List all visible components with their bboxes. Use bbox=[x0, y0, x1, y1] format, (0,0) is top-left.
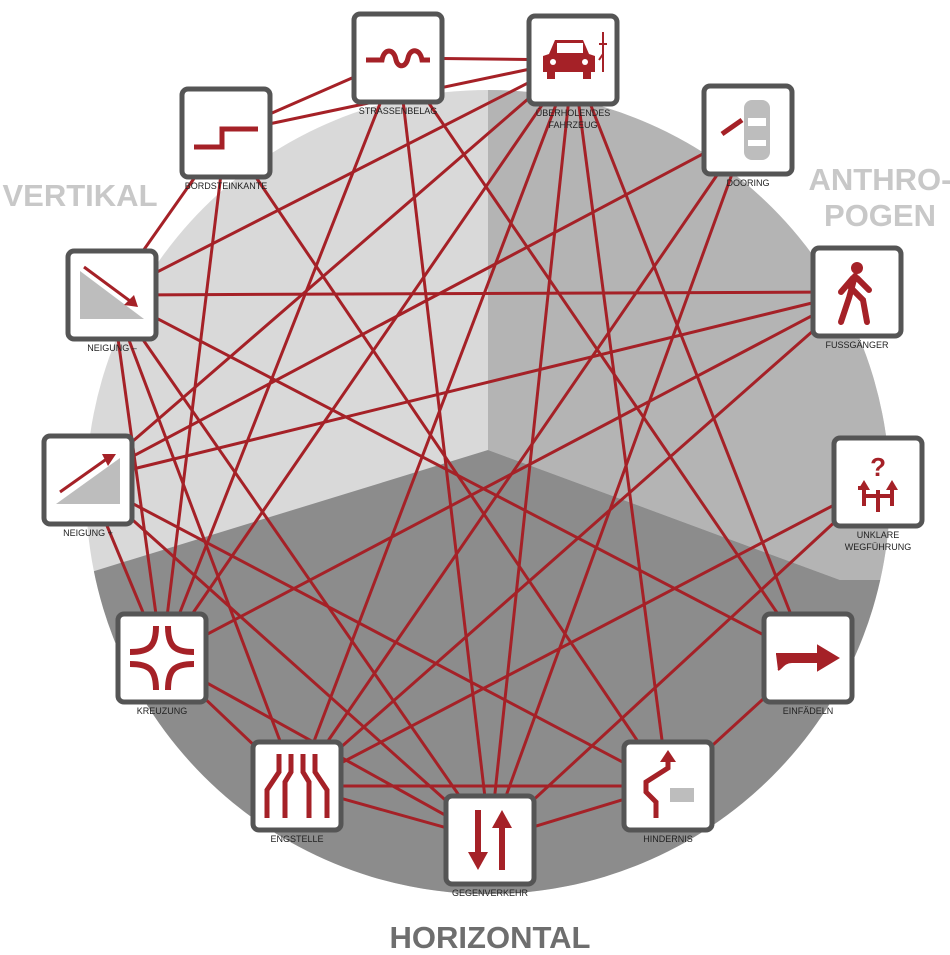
node-label: HINDERNIS bbox=[643, 834, 693, 844]
node-ueberholendes: ÜBERHOLENDES FAHRZEUG bbox=[526, 13, 620, 130]
pedestrian-icon bbox=[838, 262, 872, 325]
connection-line-neigung_plus-hindernis bbox=[131, 501, 625, 765]
connection-line-ueberholendes-hindernis bbox=[577, 103, 664, 743]
connection-line-neigung_plus-gegenverkehr bbox=[130, 518, 448, 802]
connection-line-strassenbelag-kreuzung bbox=[177, 101, 383, 615]
connection-line-kreuzung-engstelle bbox=[204, 698, 255, 746]
node-label: NEIGUNG – bbox=[87, 343, 137, 353]
node-label: DOORING bbox=[726, 178, 769, 188]
node-label: WEGFÜHRUNG bbox=[845, 542, 912, 552]
node-label: STRASSENBELAG bbox=[359, 106, 438, 116]
node-label: GEGENVERKEHR bbox=[452, 888, 529, 898]
connection-line-wegfuehrung-gegenverkehr bbox=[532, 521, 836, 801]
node-label: FAHRZEUG bbox=[548, 120, 597, 130]
connection-line-engstelle-gegenverkehr bbox=[340, 796, 447, 830]
obstacle-icon bbox=[643, 750, 694, 818]
connection-line-ueberholendes-einfaedeln bbox=[588, 103, 793, 615]
node-label: FUSSGÄNGER bbox=[825, 340, 889, 350]
crossing-icon bbox=[129, 625, 195, 691]
node-dooring: DOORING bbox=[701, 83, 795, 188]
node-box bbox=[179, 86, 273, 180]
connection-line-fussgaenger-kreuzung bbox=[205, 313, 814, 637]
connection-line-ueberholendes-neigung_plus bbox=[131, 96, 530, 444]
connection-line-bordsteinkante-kreuzung bbox=[165, 176, 223, 615]
node-label: UNKLARE bbox=[857, 530, 900, 540]
connection-line-strassenbelag-ueberholendes bbox=[441, 57, 530, 61]
risk-nodes: STRASSENBELAG ÜBERHOLENDES FAHRZEUG DOORING… bbox=[41, 11, 925, 898]
node-engstelle: ENGSTELLE bbox=[250, 739, 344, 844]
car-door-icon bbox=[720, 100, 770, 160]
connection-line-bordsteinkante-neigung_minus bbox=[141, 176, 197, 252]
connection-line-dooring-neigung_plus bbox=[131, 152, 705, 458]
connection-line-hindernis-einfaedeln bbox=[710, 697, 766, 747]
anthropogen-region-label-line1: ANTHRO- bbox=[809, 162, 950, 197]
node-gegenverkehr: GEGENVERKEHR bbox=[443, 793, 537, 898]
wave-icon bbox=[366, 48, 430, 69]
connection-line-neigung_plus-kreuzung bbox=[104, 523, 146, 615]
narrowing-icon bbox=[264, 754, 330, 818]
node-hindernis: HINDERNIS bbox=[621, 739, 715, 844]
node-wegfuehrung: ? UNKLARE WEGFÜHRUNG bbox=[831, 435, 925, 552]
node-neigung_minus: NEIGUNG – bbox=[65, 248, 159, 353]
car-icon bbox=[543, 32, 607, 79]
connection-line-wegfuehrung-engstelle bbox=[340, 503, 835, 765]
connection-line-dooring-engstelle bbox=[326, 173, 719, 743]
node-einfaedeln: EINFÄDELN bbox=[761, 611, 855, 716]
connection-line-neigung_minus-kreuzung bbox=[116, 338, 158, 615]
node-strassenbelag: STRASSENBELAG bbox=[351, 11, 445, 116]
node-kreuzung: KREUZUNG bbox=[115, 611, 209, 716]
svg-text:?: ? bbox=[870, 452, 886, 482]
curb-icon bbox=[194, 126, 258, 150]
connection-line-ueberholendes-engstelle bbox=[312, 103, 558, 743]
slope-up-icon bbox=[56, 454, 120, 504]
node-label: KREUZUNG bbox=[137, 706, 188, 716]
node-label: BORDSTEINKANTE bbox=[185, 181, 268, 191]
two-way-arrows-icon bbox=[468, 810, 512, 870]
connection-line-neigung_minus-gegenverkehr bbox=[141, 338, 461, 797]
node-label: NEIGUNG + bbox=[63, 528, 113, 538]
node-neigung_plus: NEIGUNG + bbox=[41, 433, 135, 538]
connection-line-fussgaenger-neigung_minus bbox=[155, 290, 814, 297]
node-label: ENGSTELLE bbox=[270, 834, 323, 844]
connection-line-strassenbelag-gegenverkehr bbox=[401, 101, 487, 797]
node-box bbox=[831, 435, 925, 529]
horizontal-region-label: HORIZONTAL bbox=[390, 920, 591, 955]
connection-line-dooring-gegenverkehr bbox=[504, 173, 734, 797]
merge-arrow-icon bbox=[776, 644, 840, 672]
node-bordsteinkante: BORDSTEINKANTE bbox=[179, 86, 273, 191]
vertical-region-label: VERTIKAL bbox=[3, 178, 158, 213]
connection-line-neigung_minus-einfaedeln bbox=[155, 316, 765, 637]
node-box bbox=[250, 739, 344, 833]
anthropogen-region-label-line2: POGEN bbox=[824, 198, 936, 233]
node-label: EINFÄDELN bbox=[783, 706, 834, 716]
connection-line-ueberholendes-gegenverkehr bbox=[493, 103, 570, 797]
node-box bbox=[621, 739, 715, 833]
connection-line-ueberholendes-kreuzung bbox=[191, 103, 544, 615]
node-label: ÜBERHOLENDES bbox=[536, 108, 611, 118]
node-box bbox=[443, 793, 537, 887]
question-arrows-icon: ? bbox=[858, 452, 898, 512]
connection-line-fussgaenger-neigung_plus bbox=[131, 301, 814, 471]
connection-line-gegenverkehr-hindernis bbox=[533, 797, 625, 829]
node-box bbox=[115, 611, 209, 705]
slope-down-icon bbox=[80, 265, 144, 319]
connection-line-ueberholendes-neigung_minus bbox=[155, 81, 530, 274]
connection-line-strassenbelag-bordsteinkante bbox=[269, 75, 355, 116]
connection-line-bordsteinkante-hindernis bbox=[254, 176, 640, 743]
node-fussgaenger: FUSSGÄNGER bbox=[810, 245, 904, 350]
